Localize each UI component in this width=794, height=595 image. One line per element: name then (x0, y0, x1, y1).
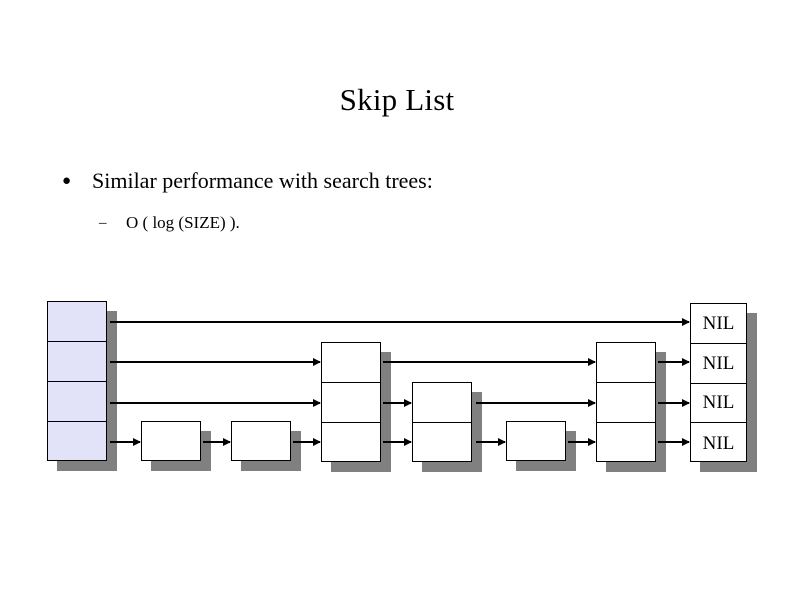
pointer-arrow-node-c-to-node-f (383, 358, 596, 366)
pointer-arrow-node-a-to-node-b (203, 438, 231, 446)
dash-marker-icon: – (99, 215, 107, 231)
pointer-arrow-node-d-to-node-f (476, 399, 596, 407)
skip-list-node-node-b[interactable] (231, 421, 291, 461)
skip-list-node-node-d[interactable] (412, 382, 472, 462)
bullet-level1-text: Similar performance with search trees: (92, 168, 433, 193)
skip-list-node-node-c[interactable] (321, 342, 381, 462)
node-cell-pointer (232, 422, 290, 462)
skip-list-node-node-a[interactable] (141, 421, 201, 461)
node-cell-nil: NIL (691, 344, 746, 384)
skip-list-node-node-f[interactable] (596, 342, 656, 462)
node-cell-nil: NIL (691, 304, 746, 344)
node-cell-pointer (48, 382, 106, 422)
node-cell-pointer (597, 383, 655, 423)
node-cell-pointer (413, 423, 471, 463)
pointer-arrow-header-to-node-a (110, 438, 141, 446)
node-cell-pointer (597, 423, 655, 463)
node-cell-pointer (507, 422, 565, 462)
pointer-arrow-node-e-to-node-f (568, 438, 596, 446)
pointer-arrow-node-f-to-nil (658, 438, 690, 446)
pointer-arrow-header-to-node-c (110, 358, 321, 366)
node-cell-pointer (48, 422, 106, 462)
node-cell-pointer (48, 342, 106, 382)
node-cell-pointer (322, 343, 380, 383)
pointer-arrow-node-f-to-nil (658, 358, 690, 366)
skip-list-node-node-e[interactable] (506, 421, 566, 461)
page-title: Skip List (339, 82, 455, 117)
pointer-arrow-node-c-to-node-d (383, 438, 412, 446)
node-cell-pointer (322, 423, 380, 463)
node-cell-pointer (322, 383, 380, 423)
pointer-arrow-header-to-nil (110, 318, 690, 326)
bullet-level2-text: O ( log (SIZE) ). (126, 213, 240, 232)
node-cell-nil: NIL (691, 384, 746, 424)
node-cell-nil: NIL (702, 432, 735, 454)
pointer-arrow-header-to-node-c (110, 399, 321, 407)
bullet-marker-icon: ● (62, 173, 72, 189)
skip-list-node-header[interactable] (47, 301, 107, 461)
node-cell-pointer (413, 383, 471, 423)
node-cell-pointer (597, 343, 655, 383)
bullet-level1: ● Similar performance with search trees: (62, 168, 433, 194)
pointer-arrow-node-f-to-nil (658, 399, 690, 407)
pointer-arrow-node-c-to-node-d (383, 399, 412, 407)
pointer-arrow-node-b-to-node-c (293, 438, 321, 446)
node-cell-pointer (48, 302, 106, 342)
node-cell-pointer (142, 422, 200, 462)
bullet-level2: – O ( log (SIZE) ). (99, 212, 240, 234)
pointer-arrow-node-d-to-node-e (476, 438, 506, 446)
